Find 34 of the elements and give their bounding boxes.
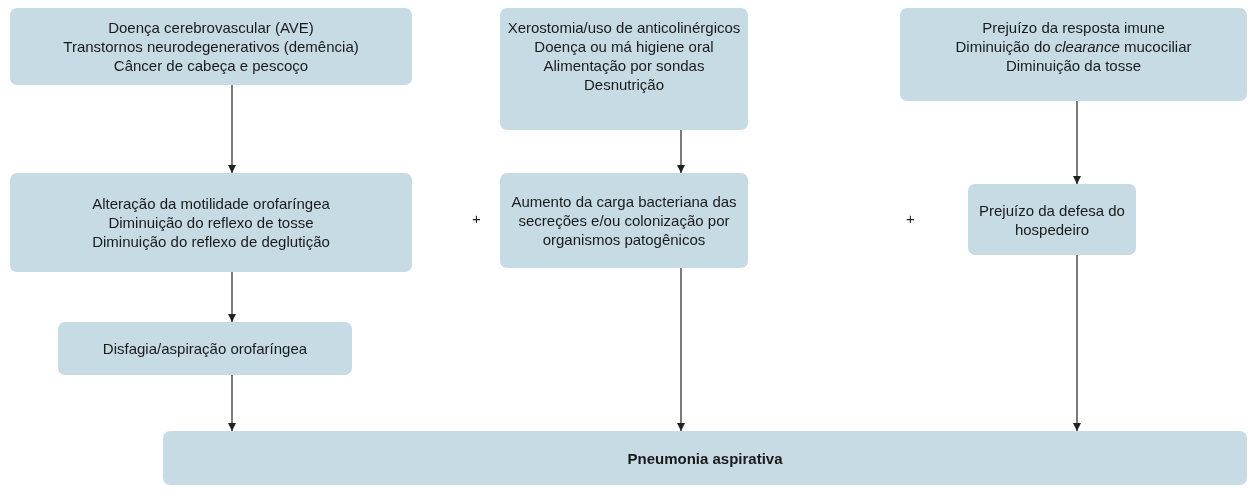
box-text: Aumento da carga bacteriana das secreções e/ou colonização por organismos patogênicos: [510, 192, 738, 249]
box-text: Doença cerebrovascular (AVE): [108, 18, 314, 37]
process-box: [900, 8, 1247, 101]
box-text: Desnutrição: [583, 75, 664, 94]
box-text: Transtornos neurodegenerativos (demência): [63, 37, 359, 56]
process-box: [163, 431, 1247, 485]
box-text: Disfagia/aspiração orofaríngea: [102, 339, 308, 358]
box-text: Pneumonia aspirativa: [627, 448, 783, 468]
box-text: Alimentação por sondas: [543, 56, 705, 75]
box-text: Prejuízo da resposta imune: [982, 18, 1165, 37]
process-box: [968, 184, 1136, 255]
box-text: Alteração da motilidade orofaríngea: [92, 194, 330, 213]
arrow: [228, 271, 236, 323]
box-text: Doença ou má higiene oral: [534, 37, 714, 56]
arrow: [677, 129, 685, 174]
plus-sign: +: [472, 210, 481, 227]
arrow: [228, 374, 236, 432]
arrow: [228, 84, 236, 174]
process-box: [58, 322, 352, 375]
box-text: Câncer de cabeça e pescoço: [113, 56, 309, 75]
process-box: [10, 8, 412, 85]
box-text: Diminuição do reflexo de tosse: [108, 213, 314, 232]
box-text: Xerostomia/uso de anticolinérgicos: [507, 18, 741, 37]
arrow: [1073, 100, 1081, 185]
plus-sign: +: [906, 210, 915, 227]
arrow: [677, 267, 685, 432]
box-text: Diminuição da tosse: [1005, 56, 1142, 75]
box-text: Diminuição do clearance mucociliar: [955, 37, 1192, 56]
process-box: [500, 8, 748, 130]
process-box: [10, 173, 412, 272]
arrow: [1073, 254, 1081, 432]
box-text: Prejuízo da defesa do hospedeiro: [978, 200, 1126, 239]
process-box: [500, 173, 748, 268]
box-text: Diminuição do reflexo de deglutição: [92, 232, 330, 251]
